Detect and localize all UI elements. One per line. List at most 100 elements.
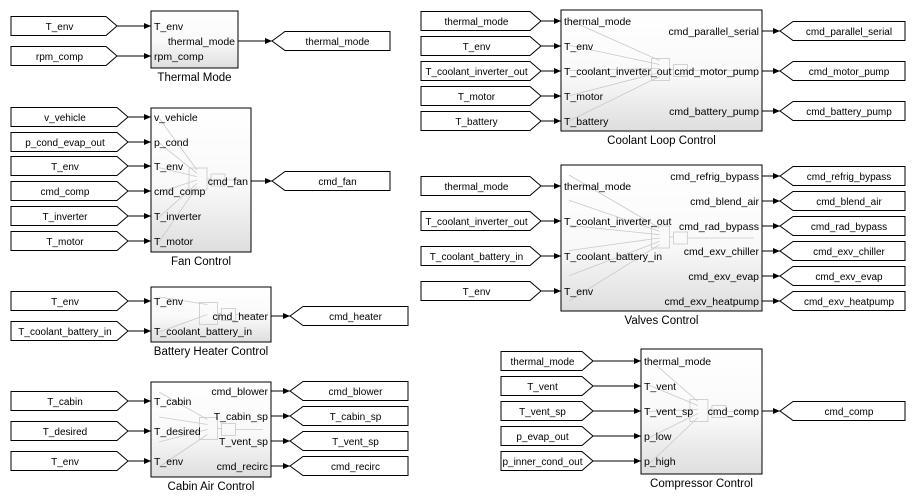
goto-source-tag[interactable]: thermal_mode xyxy=(420,176,542,196)
goto-source-tag[interactable]: T_env xyxy=(10,291,129,311)
inport-label: cmd_comp xyxy=(154,186,206,198)
from-sink-tag[interactable]: cmd_comp xyxy=(779,401,906,421)
goto-source-tag[interactable]: p_evap_out xyxy=(500,426,594,446)
sink-tag-label: cmd_fan xyxy=(318,177,356,188)
from-sink-tag[interactable]: cmd_blower xyxy=(289,381,409,401)
goto-source-tag[interactable]: T_motor xyxy=(420,86,542,106)
inport-label: v_vehicle xyxy=(154,112,198,124)
sink-tag-label: thermal_mode xyxy=(306,37,370,48)
sink-tag-label: cmd_motor_pump xyxy=(809,67,890,78)
goto-source-tag[interactable]: thermal_mode xyxy=(420,11,542,31)
source-tag-label: T_vent xyxy=(527,382,558,393)
inport-label: T_coolant_battery_in xyxy=(564,251,662,263)
inport-label: T_coolant_battery_in xyxy=(154,326,252,338)
subsystem-battery-heater-control[interactable]: Battery Heater ControlT_envT_coolant_bat… xyxy=(150,286,272,358)
inport-label: T_env xyxy=(154,456,184,468)
from-sink-tag[interactable]: cmd_parallel_serial xyxy=(779,21,906,41)
inport-label: T_env xyxy=(154,296,184,308)
subsystem-title: Valves Control xyxy=(625,315,699,327)
source-tag-label: T_motor xyxy=(458,92,496,103)
goto-source-tag[interactable]: p_inner_cond_out xyxy=(500,451,594,471)
goto-source-tag[interactable]: T_env xyxy=(10,16,118,36)
outport-label: T_vent_sp xyxy=(219,436,268,448)
sink-tag-label: cmd_rad_bypass xyxy=(811,222,887,233)
goto-source-tag[interactable]: T_desired xyxy=(10,421,129,441)
inport-label: T_motor xyxy=(154,236,194,248)
source-tag-label: T_vent_sp xyxy=(519,407,566,418)
sink-tag-label: cmd_blower xyxy=(329,387,384,398)
goto-source-tag[interactable]: thermal_mode xyxy=(500,351,594,371)
subsystem-title: Coolant Loop Control xyxy=(607,135,716,147)
sink-tag-label: cmd_refrig_bypass xyxy=(807,172,891,183)
source-tag-label: rpm_comp xyxy=(36,52,84,63)
from-sink-tag[interactable]: cmd_rad_bypass xyxy=(779,216,906,236)
subsystem-fan-control[interactable]: Fan Controlv_vehiclep_condT_envcmd_compT… xyxy=(150,107,252,268)
outport-label: cmd_exv_heatpump xyxy=(664,296,759,308)
outport-label: cmd_rad_bypass xyxy=(679,221,759,233)
goto-source-tag[interactable]: T_vent xyxy=(500,376,594,396)
from-sink-tag[interactable]: cmd_motor_pump xyxy=(779,61,906,81)
inport-label: T_env xyxy=(154,21,184,33)
goto-source-tag[interactable]: v_vehicle xyxy=(10,107,129,127)
from-sink-tag[interactable]: cmd_exv_chiller xyxy=(779,241,906,261)
sink-tag-label: cmd_exv_evap xyxy=(815,272,883,283)
source-tag-label: thermal_mode xyxy=(511,357,575,368)
goto-source-tag[interactable]: rpm_comp xyxy=(10,46,118,66)
from-sink-tag[interactable]: cmd_exv_evap xyxy=(779,266,906,286)
source-tag-label: T_coolant_inverter_out xyxy=(425,67,528,78)
goto-source-tag[interactable]: p_cond_evap_out xyxy=(10,132,129,152)
outport-label: cmd_exv_chiller xyxy=(684,246,760,258)
goto-source-tag[interactable]: T_coolant_battery_in xyxy=(420,246,542,266)
sink-tag-label: T_cabin_sp xyxy=(330,412,382,423)
from-sink-tag[interactable]: T_vent_sp xyxy=(289,431,409,451)
outport-label: cmd_exv_evap xyxy=(688,271,759,283)
source-tag-label: thermal_mode xyxy=(445,17,509,28)
from-sink-tag[interactable]: cmd_fan xyxy=(271,171,391,191)
from-sink-tag[interactable]: cmd_exv_heatpump xyxy=(779,291,906,311)
goto-source-tag[interactable]: T_battery xyxy=(420,111,542,131)
goto-source-tag[interactable]: T_cabin xyxy=(10,391,129,411)
goto-source-tag[interactable]: T_motor xyxy=(10,231,129,251)
sink-tag-label: cmd_heater xyxy=(329,312,382,323)
goto-source-tag[interactable]: T_inverter xyxy=(10,206,129,226)
inport-label: rpm_comp xyxy=(154,51,204,63)
from-sink-tag[interactable]: cmd_refrig_bypass xyxy=(779,166,906,186)
subsystem-title: Cabin Air Control xyxy=(168,481,255,493)
source-tag-label: T_desired xyxy=(43,427,87,438)
subsystem-body[interactable] xyxy=(150,10,239,69)
source-tag-label: T_battery xyxy=(455,117,497,128)
from-sink-tag[interactable]: cmd_heater xyxy=(289,306,409,326)
inport-label: p_cond xyxy=(154,137,189,149)
from-sink-tag[interactable]: T_cabin_sp xyxy=(289,406,409,426)
source-tag-label: thermal_mode xyxy=(445,182,509,193)
from-sink-tag[interactable]: cmd_battery_pump xyxy=(779,101,906,121)
goto-source-tag[interactable]: T_env xyxy=(420,281,542,301)
from-sink-tag[interactable]: thermal_mode xyxy=(271,31,391,51)
goto-source-tag[interactable]: T_coolant_inverter_out xyxy=(420,61,542,81)
outport-label: cmd_comp xyxy=(708,406,760,418)
goto-source-tag[interactable]: T_env xyxy=(420,36,542,56)
goto-source-tag[interactable]: T_vent_sp xyxy=(500,401,594,421)
outport-label: thermal_mode xyxy=(168,36,235,48)
goto-source-tag[interactable]: T_coolant_inverter_out xyxy=(420,211,542,231)
inport-label: T_battery xyxy=(564,116,609,128)
source-tag-label: T_cabin xyxy=(47,397,83,408)
goto-source-tag[interactable]: T_coolant_battery_in xyxy=(10,321,129,341)
outport-label: cmd_parallel_serial xyxy=(669,26,759,38)
source-tag-label: T_env xyxy=(51,457,79,468)
goto-source-tag[interactable]: cmd_comp xyxy=(10,181,129,201)
sink-tag-label: cmd_parallel_serial xyxy=(806,27,892,38)
inport-label: T_inverter xyxy=(154,211,202,223)
outport-label: cmd_motor_pump xyxy=(674,66,759,78)
goto-source-tag[interactable]: T_env xyxy=(10,156,129,176)
source-tag-label: cmd_comp xyxy=(41,187,90,198)
from-sink-tag[interactable]: cmd_recirc xyxy=(289,456,409,476)
subsystem-coolant-loop-control[interactable]: Coolant Loop Controlthermal_modeT_envT_c… xyxy=(560,9,763,147)
goto-source-tag[interactable]: T_env xyxy=(10,451,129,471)
subsystem-compressor-control[interactable]: Compressor Controlthermal_modeT_ventT_ve… xyxy=(640,348,763,490)
subsystem-cabin-air-control[interactable]: Cabin Air ControlT_cabinT_desiredT_envcm… xyxy=(150,381,272,493)
subsystem-valves-control[interactable]: Valves Controlthermal_modeT_coolant_inve… xyxy=(560,164,763,327)
from-sink-tag[interactable]: cmd_blend_air xyxy=(779,191,906,211)
